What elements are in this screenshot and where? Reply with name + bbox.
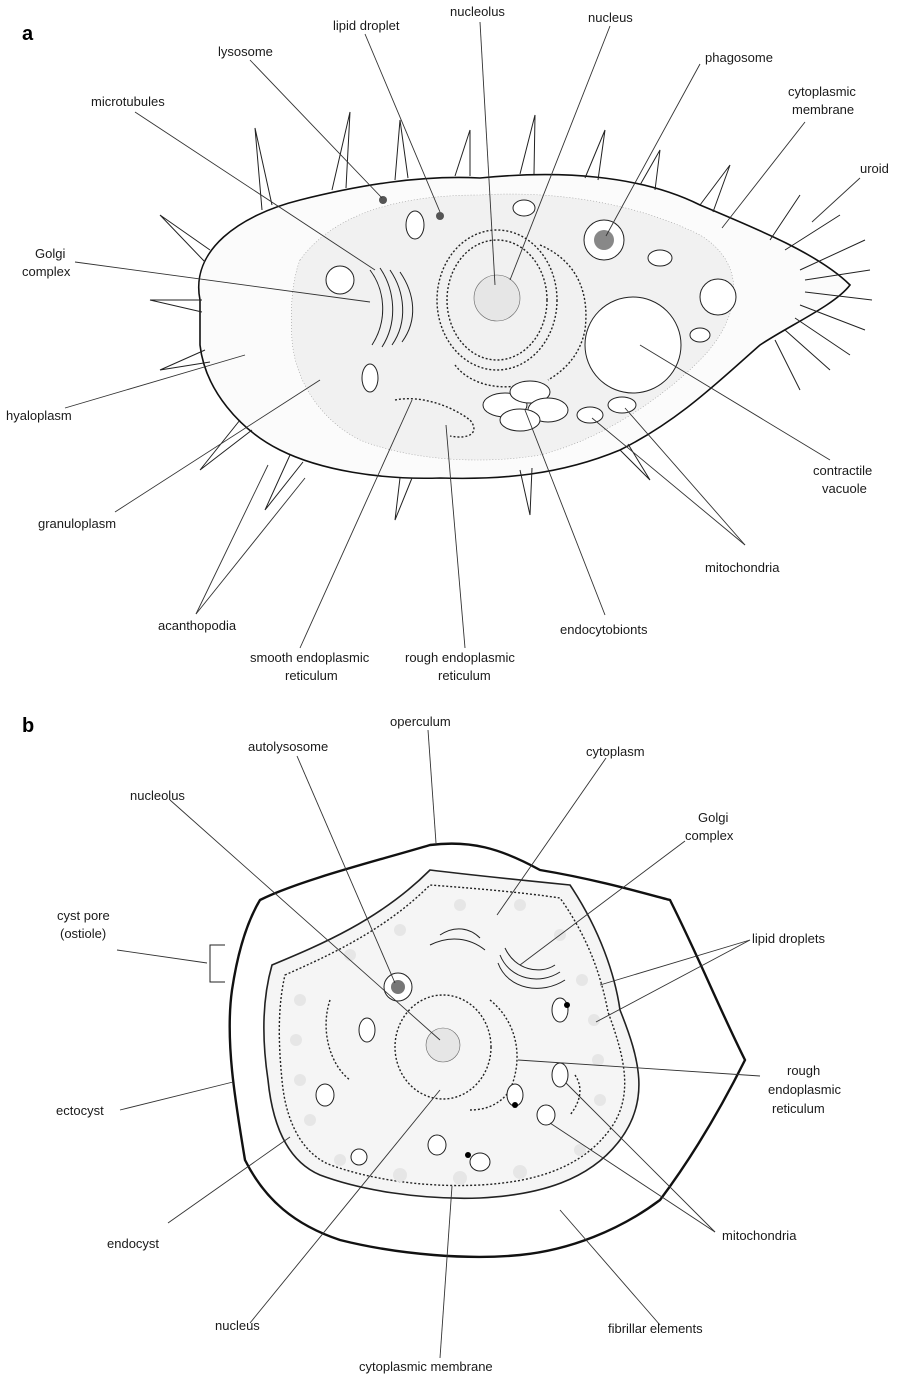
lysosome-a [379,196,387,204]
mitochondrion-a-1 [577,407,603,423]
label-b-golgi-1: Golgi [698,810,728,825]
mitochondrion-b-2 [552,998,568,1022]
label-b-cyst-pore-2: (ostiole) [60,926,106,941]
label-a-contractile-vacuole-2: vacuole [822,481,867,496]
label-b-operculum: operculum [390,714,451,729]
label-a-golgi-1: Golgi [35,246,65,261]
dark-granule-b-2 [512,1102,518,1108]
label-a-lipid-droplet: lipid droplet [333,18,400,33]
dark-granule-b-3 [465,1152,471,1158]
food-vacuole-a [326,266,354,294]
label-b-cytoplasmic-membrane: cytoplasmic membrane [359,1359,493,1374]
small-vacuole-a [700,279,736,315]
label-b-rough-er-3: reticulum [772,1101,825,1116]
label-a-smooth-er-2: reticulum [285,668,338,683]
label-a-granuloplasm: granuloplasm [38,516,116,531]
label-a-endocytobionts: endocytobionts [560,622,648,637]
mitochondrion-a-3 [362,364,378,392]
lipid-droplet-a [436,212,444,220]
mitochondrion-b-4 [537,1105,555,1125]
label-a-rough-er-1: rough endoplasmic [405,650,515,665]
label-a-mitochondria: mitochondria [705,560,780,575]
label-a-rough-er-2: reticulum [438,668,491,683]
panel-a: a [6,4,889,683]
label-b-endocyst: endocyst [107,1236,159,1251]
label-a-cytoplasmic-membrane-2: membrane [792,102,854,117]
mitochondrion-a-7 [690,328,710,342]
mitochondrion-b-8 [316,1084,334,1106]
label-a-acanthopodia: acanthopodia [158,618,237,633]
label-a-golgi-2: complex [22,264,71,279]
vacuole-b [351,1149,367,1165]
panel-letter-b: b [22,715,34,737]
label-a-smooth-er-1: smooth endoplasmic [250,650,370,665]
label-b-fibrillar-elements: fibrillar elements [608,1321,703,1336]
label-b-ectocyst: ectocyst [56,1103,104,1118]
mitochondrion-b-7 [428,1135,446,1155]
label-b-cytoplasm: cytoplasm [586,744,645,759]
panel-letter-a: a [22,23,34,45]
label-b-nucleus: nucleus [215,1318,260,1333]
label-a-phagosome: phagosome [705,50,773,65]
label-b-cyst-pore-1: cyst pore [57,908,110,923]
label-a-uroid: uroid [860,161,889,176]
panel-b: b [22,714,841,1374]
label-a-nucleus: nucleus [588,10,633,25]
mitochondrion-a-5 [513,200,535,216]
phagosome-content-a [594,230,614,250]
contractile-vacuole-a [585,297,681,393]
label-b-golgi-2: complex [685,828,734,843]
label-a-contractile-vacuole-1: contractile [813,463,872,478]
label-a-lysosome: lysosome [218,44,273,59]
label-b-mitochondria: mitochondria [722,1228,797,1243]
mitochondrion-b-1 [359,1018,375,1042]
label-b-autolysosome: autolysosome [248,739,328,754]
label-b-lipid-droplets: lipid droplets [752,931,825,946]
cyst-pore-bracket [210,945,225,982]
mitochondrion-b-6 [470,1153,490,1171]
label-a-hyaloplasm: hyaloplasm [6,408,72,423]
label-b-rough-er-1: rough [787,1063,820,1078]
mitochondrion-a-2 [608,397,636,413]
mitochondrion-a-4 [406,211,424,239]
label-a-nucleolus: nucleolus [450,4,505,19]
dark-granule-b-1 [564,1002,570,1008]
label-a-cytoplasmic-membrane-1: cytoplasmic [788,84,856,99]
label-b-nucleolus: nucleolus [130,788,185,803]
label-a-microtubules: microtubules [91,94,165,109]
label-b-rough-er-2: endoplasmic [768,1082,841,1097]
autolysosome-content-b [391,980,405,994]
mitochondrion-b-3 [552,1063,568,1087]
mitochondrion-a-6 [648,250,672,266]
